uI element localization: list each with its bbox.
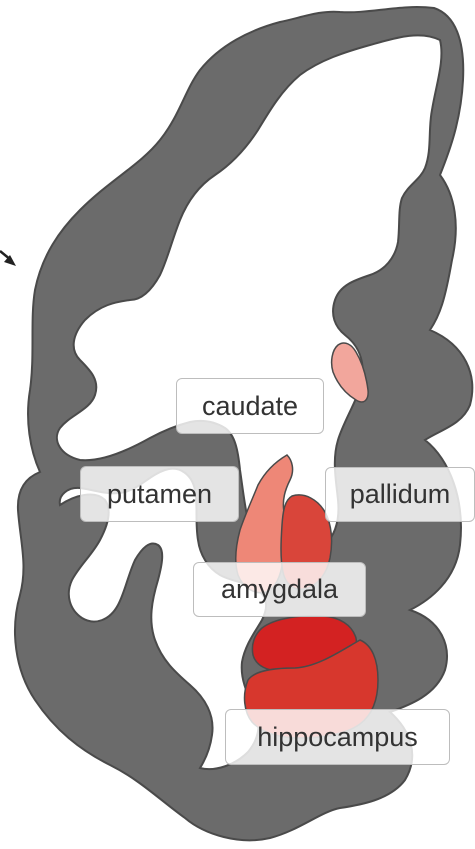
label-putamen[interactable]: putamen bbox=[80, 466, 239, 522]
label-caudate[interactable]: caudate bbox=[176, 378, 324, 434]
orientation-arrow-icon bbox=[0, 251, 16, 266]
label-pallidum[interactable]: pallidum bbox=[325, 467, 475, 522]
label-hippocampus[interactable]: hippocampus bbox=[225, 709, 450, 765]
label-amygdala[interactable]: amygdala bbox=[193, 562, 366, 617]
